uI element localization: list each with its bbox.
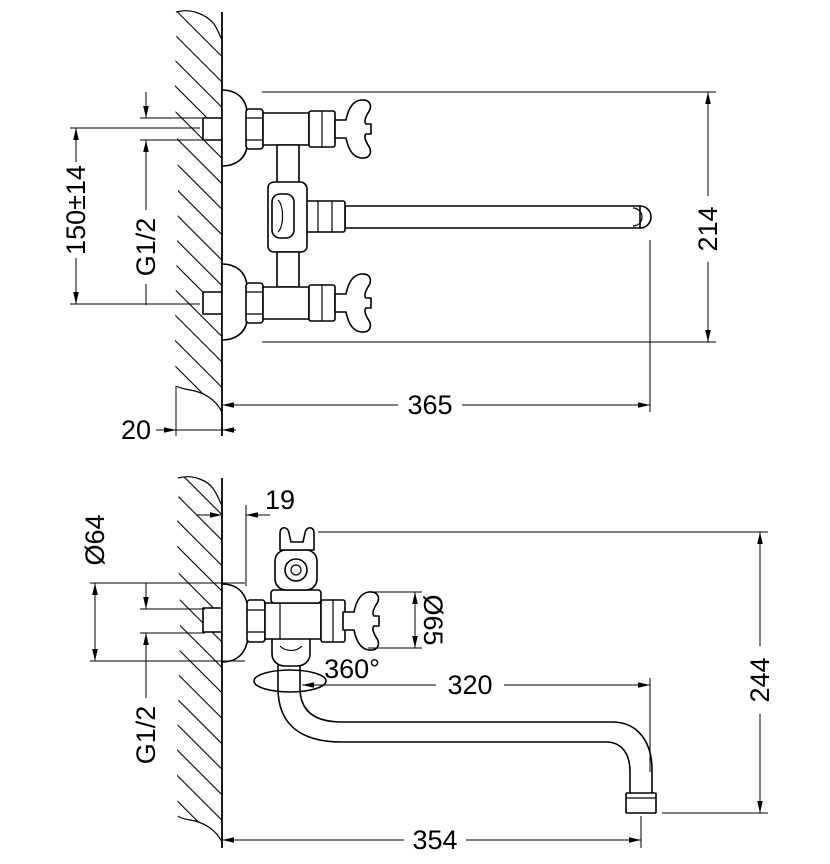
top-spout-nut xyxy=(304,200,346,233)
dimension-inlet-spacing: 150±14 xyxy=(61,127,200,305)
lower-flange xyxy=(221,263,248,341)
dimension-height-side: 244 xyxy=(318,531,775,814)
dimension-reach-top: 365 xyxy=(222,240,651,420)
label-height-top: 214 xyxy=(693,206,723,251)
label-flange-diameter: Ø64 xyxy=(80,514,110,565)
shower-holder-socket xyxy=(284,558,308,582)
dimension-wall-offset: 20 xyxy=(121,386,236,445)
top-wall-hatch xyxy=(175,10,222,413)
swivel-fitting xyxy=(271,637,311,667)
dimension-thread-side: G1/2 xyxy=(131,583,205,764)
label-thread-top: G1/2 xyxy=(131,218,161,277)
lower-cross-handle xyxy=(334,273,372,333)
side-wall-hatch xyxy=(177,476,222,842)
top-diverter-assembly xyxy=(267,181,652,253)
lower-inlet-pipe xyxy=(202,291,223,315)
dimension-thread-top: G1/2 xyxy=(131,92,205,305)
label-reach-side: 354 xyxy=(412,825,457,855)
side-inlet-pipe xyxy=(202,607,223,633)
dimension-spout-length: 320 xyxy=(302,670,651,772)
label-inlet-spacing: 150±14 xyxy=(61,165,91,255)
swivel-fitting-detail xyxy=(279,645,303,652)
label-swivel-angle: 360° xyxy=(324,654,380,684)
label-height-side: 244 xyxy=(745,657,775,702)
side-spout-fill xyxy=(278,664,652,793)
label-spout-length: 320 xyxy=(447,670,492,700)
upper-nut xyxy=(245,108,264,150)
label-thread-side: G1/2 xyxy=(131,706,161,765)
top-wall xyxy=(175,10,223,436)
lower-nut xyxy=(245,282,264,324)
lower-body xyxy=(262,286,310,320)
top-spout-end-ring xyxy=(632,207,643,227)
label-wall-offset: 20 xyxy=(121,415,151,445)
upper-inlet-pipe xyxy=(202,117,223,141)
swivel-ring xyxy=(253,669,327,693)
label-handle-diameter: Ø65 xyxy=(418,594,448,645)
lower-riser-pipe xyxy=(276,251,300,288)
label-flange-depth: 19 xyxy=(265,485,295,515)
dimension-flange-diameter: Ø64 xyxy=(80,514,245,662)
shower-holder xyxy=(270,526,322,604)
upper-inlet-assembly xyxy=(202,89,372,167)
side-spout-inner-edge xyxy=(277,664,631,793)
lower-inlet-assembly xyxy=(202,263,372,341)
top-wall-break-lower xyxy=(175,385,223,413)
side-wall-break-upper xyxy=(177,476,223,507)
shower-holder-nut xyxy=(270,589,322,604)
upper-flange xyxy=(221,89,248,167)
upper-riser-pipe xyxy=(276,144,300,184)
dimension-reach-side: 354 xyxy=(222,816,642,855)
side-view: 19 Ø64 G1/2 Ø65 360° xyxy=(80,476,775,855)
side-wall xyxy=(177,476,223,848)
top-spout-tube xyxy=(344,205,641,229)
side-body xyxy=(264,602,322,640)
upper-body xyxy=(262,112,310,146)
top-spout-end-cap xyxy=(639,205,652,229)
dimension-handle-diameter: Ø65 xyxy=(368,591,448,649)
side-flange xyxy=(221,583,249,663)
side-nut xyxy=(246,599,266,643)
shower-holder-cradle xyxy=(279,526,315,551)
diverter-knob-detail xyxy=(277,199,284,233)
top-wall-break-upper xyxy=(175,10,223,41)
dimension-height-top: 214 xyxy=(262,91,723,343)
label-reach-top: 365 xyxy=(407,390,452,420)
top-view: 150±14 G1/2 214 365 xyxy=(61,10,723,445)
dimension-flange-depth: 19 xyxy=(196,485,295,586)
shower-holder-socket-inner xyxy=(290,564,302,576)
side-wall-break-lower xyxy=(177,815,223,843)
upper-cross-handle xyxy=(334,99,372,159)
aerator xyxy=(625,792,657,814)
